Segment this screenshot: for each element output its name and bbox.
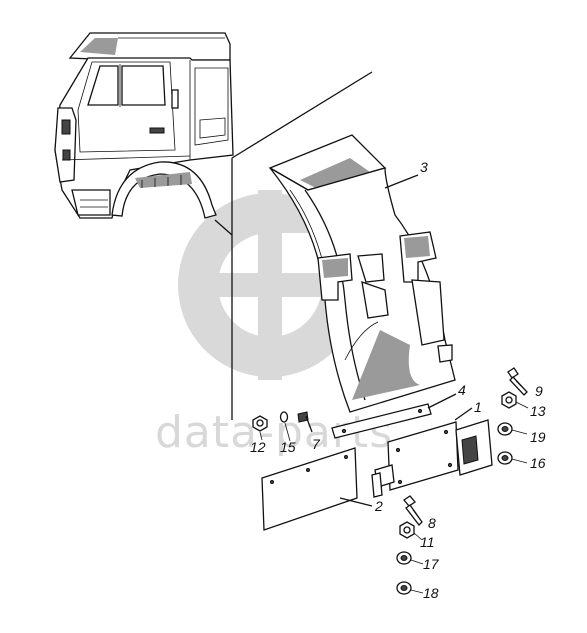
callout-3: 3 [420, 159, 428, 175]
washer-part-18 [396, 581, 424, 595]
nut-part-12 [399, 521, 423, 541]
callout-7: 7 [312, 436, 321, 452]
callout-17: 16 [530, 455, 546, 471]
callout-1: 1 [474, 399, 482, 415]
washer-part-17 [497, 451, 528, 465]
bracket-plate-part-1 [371, 407, 493, 498]
mud-flap-part-2 [261, 447, 373, 531]
washer-part-15 [279, 411, 291, 442]
bolt-part-7 [297, 411, 313, 433]
callout-16: 17 [423, 556, 440, 572]
nut-part-13 [501, 391, 529, 409]
callout-9: 9 [535, 383, 543, 399]
washer-part-16 [396, 551, 424, 565]
callout-15: 15 [280, 439, 296, 455]
strip-part-4 [331, 393, 457, 439]
callout-18: 18 [423, 585, 439, 601]
callout-8: 8 [428, 515, 436, 531]
callout-4: 4 [458, 382, 466, 398]
bolt-part-9 [507, 367, 528, 396]
washer-part-19 [497, 422, 528, 436]
callout-12: 11 [420, 534, 435, 550]
callout-11: 12 [250, 439, 266, 455]
bolt-part-8 [403, 495, 423, 526]
nut-part-11 [252, 415, 268, 441]
mudguard-part-3 [268, 134, 456, 413]
callout-19: 19 [530, 429, 546, 445]
truck-cab-illustration [54, 32, 373, 236]
callout-2: 2 [374, 498, 383, 514]
callout-13: 13 [530, 403, 546, 419]
